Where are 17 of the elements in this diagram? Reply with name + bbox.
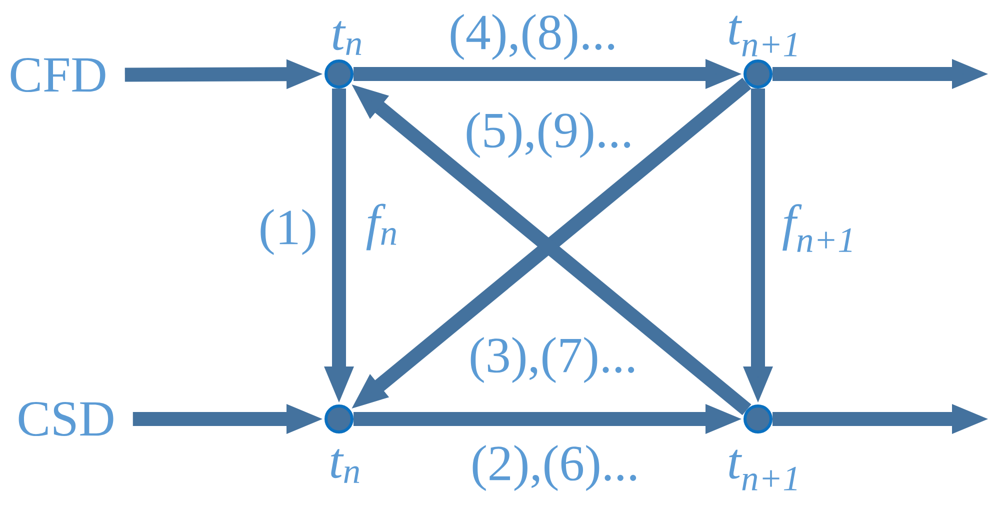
edge-label: (2),(6)... bbox=[469, 444, 641, 492]
time-label: t$_{n+1}$ bbox=[729, 450, 797, 490]
edge-label: (5),(9)... bbox=[463, 110, 635, 160]
edge-label: (1) bbox=[257, 208, 319, 256]
time-label: t$_{n}$ bbox=[330, 449, 360, 483]
time-label: t$_{n+1}$ bbox=[729, 16, 797, 56]
edge-label: (3),(7)... bbox=[467, 336, 639, 384]
time-point-dot bbox=[324, 404, 354, 434]
edge-label: f$_{n+1}$ bbox=[780, 202, 858, 254]
time-point-dot bbox=[324, 60, 354, 88]
time-label: t$_{n}$ bbox=[332, 21, 362, 55]
time-point-dot bbox=[744, 404, 772, 434]
time-point-dot bbox=[744, 60, 772, 88]
edge-label: (4),(8)... bbox=[447, 12, 619, 62]
row-label: CFD bbox=[10, 58, 106, 92]
row-label: CSD bbox=[18, 402, 114, 436]
symbol-label: f$_{n}$ bbox=[366, 204, 396, 250]
